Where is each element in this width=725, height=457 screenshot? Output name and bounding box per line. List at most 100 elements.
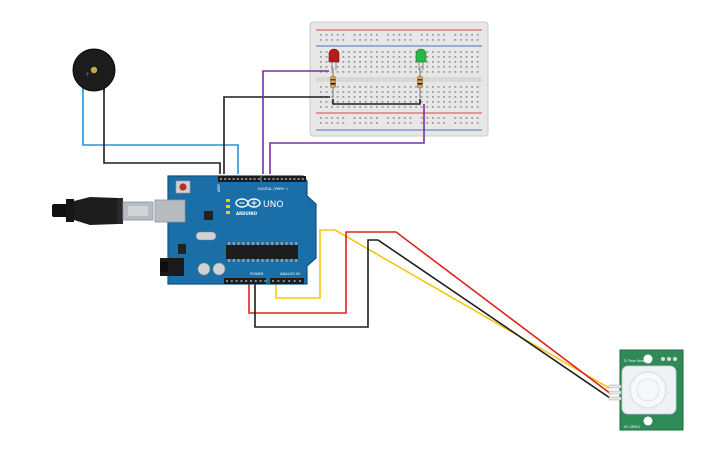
chip-pin (290, 242, 293, 245)
breadboard-hole (465, 39, 468, 41)
piezo-buzzer-icon[interactable]: + (72, 48, 116, 92)
breadboard-hole (387, 66, 389, 68)
breadboard-hole (398, 51, 401, 53)
breadboard-hole (443, 56, 445, 58)
breadboard-hole (454, 91, 457, 93)
breadboard-hole (437, 106, 440, 108)
breadboard-hole (443, 34, 445, 36)
wire-purple-red-led[interactable] (262, 70, 329, 174)
breadboard-hole (342, 91, 345, 93)
breadboard-hole (376, 71, 378, 73)
chip-pin (266, 259, 269, 262)
header-pin (288, 280, 291, 282)
breadboard-hole (432, 101, 434, 103)
breadboard-hole (336, 71, 339, 73)
green-led[interactable] (415, 48, 427, 70)
pir-motion-sensor[interactable]: Tr Time Sens HC-SR501 (608, 349, 684, 431)
breadboard-hole (353, 61, 356, 63)
breadboard-hole (426, 122, 429, 124)
wire-black-buzzer-ground[interactable] (103, 88, 221, 174)
breadboard-hole (331, 101, 333, 103)
breadboard-hole (471, 91, 473, 93)
breadboard-hole (342, 86, 345, 88)
usb-chip (204, 211, 213, 220)
red-led[interactable] (328, 48, 340, 70)
breadboard-hole (364, 66, 367, 68)
breadboard-hole (320, 39, 322, 41)
breadboard-hole (426, 66, 429, 68)
breadboard-hole (336, 106, 339, 108)
breadboard-hole (432, 117, 434, 119)
breadboard-hole (426, 51, 429, 53)
wire-purple-green-led[interactable] (269, 104, 425, 174)
breadboard-hole (398, 117, 401, 119)
breadboard-hole (448, 86, 451, 88)
reset-button[interactable] (175, 180, 191, 194)
breadboard-hole (420, 101, 423, 103)
header-pin (220, 178, 222, 180)
breadboard-hole (465, 101, 468, 103)
usb-cable-icon[interactable] (52, 197, 154, 225)
wire-black-led-ground-bridge[interactable] (332, 99, 421, 105)
header-pin (245, 178, 248, 180)
breadboard-hole (465, 91, 468, 93)
breadboard-hole (415, 51, 417, 53)
breadboard-hole (387, 34, 389, 36)
breadboard-hole (437, 122, 440, 124)
breadboard-hole (460, 56, 462, 58)
wire-blue-buzzer-signal[interactable] (82, 88, 239, 174)
header-pin (250, 280, 252, 282)
breadboard-hole (387, 56, 389, 58)
breadboard-hole (398, 71, 401, 73)
breadboard-hole (376, 91, 378, 93)
onboard-led-rx (226, 211, 230, 214)
wire-black-breadboard-ground[interactable] (223, 96, 330, 174)
breadboard-hole (404, 122, 406, 124)
breadboard-hole (392, 117, 395, 119)
breadboard-hole (342, 122, 345, 124)
chip-pin (252, 259, 254, 262)
breadboard-hole (437, 56, 440, 58)
resistor-green-led[interactable] (417, 68, 423, 98)
breadboard-hole (460, 96, 462, 98)
breadboard-hole (420, 34, 423, 36)
arduino-uno-board[interactable]: UNO ARDUINO DIGITAL (PWM~) POWER ANALOG … (154, 175, 317, 285)
breadboard-hole (376, 96, 378, 98)
breadboard-hole (325, 39, 328, 41)
breadboard-hole (325, 34, 328, 36)
header-pins (220, 178, 304, 282)
resistor-red-led[interactable] (330, 68, 336, 98)
breadboard-hole (370, 86, 373, 88)
breadboard-hole (331, 39, 333, 41)
breadboard-hole (476, 56, 479, 58)
header-pin (240, 280, 243, 282)
breadboard-hole (353, 106, 356, 108)
breadboard-hole (454, 56, 457, 58)
breadboard-hole (364, 91, 367, 93)
breadboard-hole (387, 91, 389, 93)
breadboard-hole (420, 91, 423, 93)
breadboard-hole (409, 101, 412, 103)
header-pin (293, 280, 296, 282)
breadboard-hole (465, 61, 468, 63)
breadboard-hole (381, 61, 384, 63)
breadboard-hole (325, 56, 328, 58)
breadboard-hole (348, 96, 350, 98)
breadboard[interactable] (309, 21, 489, 137)
wire-red-pir-vcc[interactable] (248, 231, 612, 395)
mount-hole-bottom (643, 416, 653, 426)
breadboard-hole (460, 91, 462, 93)
breadboard-hole (376, 61, 378, 63)
breadboard-hole (364, 117, 367, 119)
aref-label: AREF (217, 184, 221, 192)
breadboard-hole (460, 117, 462, 119)
breadboard-hole (426, 106, 429, 108)
wire-black-pir-ground[interactable] (254, 239, 611, 399)
wire-yellow-pir-signal[interactable] (275, 229, 610, 389)
breadboard-hole (342, 61, 345, 63)
breadboard-hole (471, 106, 473, 108)
breadboard-hole (426, 117, 429, 119)
breadboard-hole (353, 86, 356, 88)
breadboard-hole (320, 34, 322, 36)
